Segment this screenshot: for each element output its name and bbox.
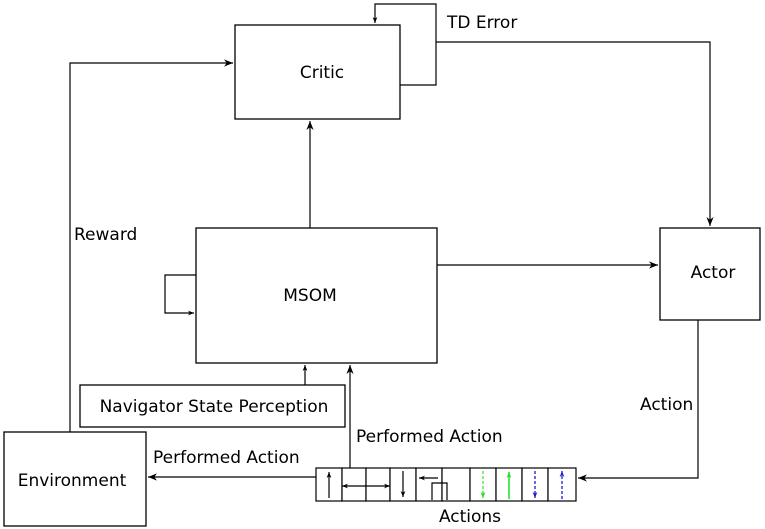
msom-label: MSOM <box>283 286 337 306</box>
action-cell-3 <box>365 467 391 502</box>
performed-action-left-label: Performed Action <box>153 448 300 468</box>
critic-box <box>234 24 401 120</box>
navigator-label: Navigator State Perception <box>100 397 329 417</box>
performed-action-up-label: Performed Action <box>356 427 503 447</box>
actor-box <box>659 227 761 321</box>
reward-label: Reward <box>74 225 137 245</box>
actions-strip <box>315 467 577 502</box>
td-error-label: TD Error <box>446 13 517 33</box>
reward-arrow <box>69 59 233 432</box>
td-error-arrow <box>436 41 714 226</box>
critic-self-loop-arrow <box>372 3 437 86</box>
action-arrow <box>578 320 699 482</box>
msom-self-loop-arrow <box>164 274 196 316</box>
navigator-box <box>79 384 346 428</box>
environment-label: Environment <box>18 471 127 491</box>
actor-label: Actor <box>691 263 736 283</box>
turn-arrow-icon <box>431 482 448 500</box>
action-cell-5 <box>415 467 443 502</box>
environment-box <box>3 431 147 527</box>
actions-label: Actions <box>439 507 501 527</box>
msom-box <box>195 227 438 364</box>
action-label: Action <box>640 395 693 415</box>
critic-label: Critic <box>300 63 344 83</box>
action-cell-2 <box>341 467 367 502</box>
action-cell-6 <box>441 467 471 502</box>
